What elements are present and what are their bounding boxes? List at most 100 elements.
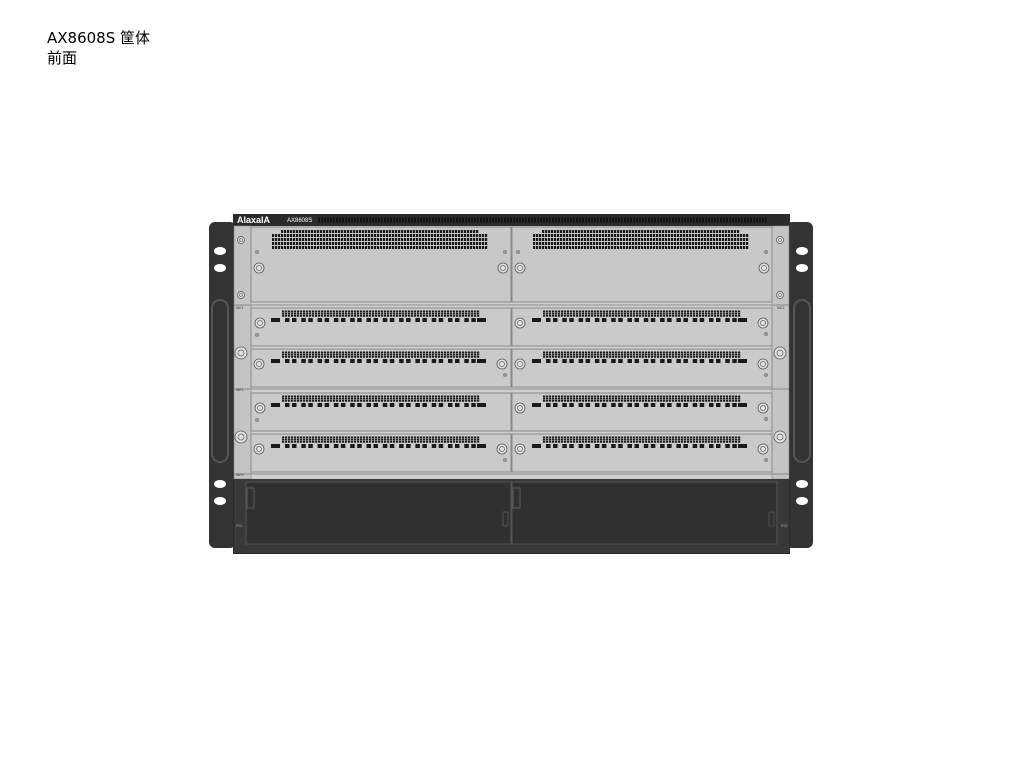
port[interactable]: [660, 444, 665, 448]
psu-latch-right[interactable]: [512, 487, 521, 509]
port[interactable]: [676, 359, 681, 363]
port[interactable]: [422, 359, 427, 363]
port[interactable]: [692, 318, 698, 322]
port[interactable]: [692, 444, 698, 448]
port[interactable]: [716, 359, 721, 363]
port[interactable]: [585, 359, 591, 363]
port[interactable]: [634, 444, 640, 448]
ejector-knob-outer[interactable]: [234, 430, 248, 444]
line-card[interactable]: [250, 307, 512, 347]
ejector-knob-inner[interactable]: [776, 433, 784, 441]
port[interactable]: [650, 359, 656, 363]
port[interactable]: [683, 403, 688, 407]
port[interactable]: [415, 403, 420, 407]
port[interactable]: [431, 403, 437, 407]
port[interactable]: [634, 403, 640, 407]
port[interactable]: [399, 359, 404, 363]
port[interactable]: [732, 359, 737, 363]
port[interactable]: [382, 444, 388, 448]
port[interactable]: [292, 359, 297, 363]
port[interactable]: [546, 444, 551, 448]
psu-slot-left[interactable]: [245, 481, 512, 545]
port[interactable]: [594, 403, 600, 407]
port[interactable]: [569, 359, 574, 363]
port[interactable]: [431, 359, 437, 363]
port[interactable]: [643, 403, 649, 407]
port[interactable]: [667, 359, 672, 363]
port[interactable]: [594, 318, 600, 322]
port[interactable]: [471, 403, 476, 407]
thumbscrew-icon[interactable]: [757, 317, 769, 329]
port[interactable]: [301, 403, 306, 407]
port[interactable]: [660, 359, 665, 363]
port[interactable]: [692, 403, 698, 407]
port[interactable]: [594, 444, 600, 448]
port[interactable]: [357, 444, 362, 448]
port[interactable]: [350, 359, 355, 363]
ejector-knob-inner[interactable]: [776, 349, 784, 357]
port[interactable]: [292, 444, 297, 448]
thumbscrew-icon[interactable]: [253, 443, 265, 455]
port[interactable]: [650, 403, 656, 407]
port[interactable]: [406, 403, 411, 407]
port[interactable]: [643, 444, 649, 448]
port[interactable]: [382, 359, 388, 363]
port[interactable]: [611, 359, 616, 363]
port[interactable]: [317, 444, 323, 448]
port[interactable]: [546, 403, 551, 407]
port[interactable]: [373, 444, 379, 448]
port[interactable]: [676, 403, 681, 407]
thumbscrew-icon[interactable]: [514, 317, 526, 329]
port[interactable]: [431, 444, 437, 448]
port[interactable]: [357, 359, 362, 363]
port[interactable]: [627, 444, 633, 448]
port[interactable]: [709, 359, 714, 363]
port[interactable]: [438, 444, 444, 448]
port[interactable]: [585, 444, 591, 448]
port[interactable]: [562, 359, 567, 363]
port[interactable]: [546, 359, 551, 363]
port[interactable]: [373, 403, 379, 407]
port[interactable]: [667, 318, 672, 322]
thumbscrew-icon[interactable]: [497, 262, 509, 274]
port[interactable]: [532, 359, 541, 363]
port[interactable]: [406, 359, 411, 363]
port[interactable]: [618, 403, 623, 407]
port[interactable]: [301, 359, 306, 363]
port[interactable]: [725, 403, 730, 407]
port[interactable]: [292, 318, 297, 322]
port[interactable]: [431, 318, 437, 322]
port[interactable]: [317, 318, 323, 322]
port[interactable]: [285, 318, 290, 322]
ejector-knob-outer[interactable]: [773, 346, 787, 360]
port[interactable]: [350, 318, 355, 322]
port[interactable]: [650, 444, 656, 448]
port[interactable]: [683, 359, 688, 363]
port[interactable]: [601, 318, 607, 322]
port[interactable]: [357, 318, 362, 322]
port[interactable]: [324, 403, 330, 407]
port[interactable]: [716, 318, 721, 322]
port[interactable]: [324, 444, 330, 448]
port[interactable]: [406, 318, 411, 322]
port[interactable]: [738, 359, 747, 363]
port[interactable]: [716, 403, 721, 407]
port[interactable]: [594, 359, 600, 363]
port[interactable]: [634, 318, 640, 322]
port[interactable]: [699, 318, 705, 322]
ejector-knob[interactable]: [773, 430, 787, 444]
port[interactable]: [406, 444, 411, 448]
port[interactable]: [422, 444, 427, 448]
line-card[interactable]: [511, 307, 773, 347]
port[interactable]: [732, 318, 737, 322]
port[interactable]: [532, 318, 541, 322]
port[interactable]: [448, 444, 453, 448]
port[interactable]: [546, 318, 551, 322]
port[interactable]: [618, 318, 623, 322]
port[interactable]: [415, 318, 420, 322]
thumbscrew-icon[interactable]: [757, 443, 769, 455]
port[interactable]: [415, 359, 420, 363]
port[interactable]: [399, 403, 404, 407]
port[interactable]: [660, 318, 665, 322]
port[interactable]: [569, 403, 574, 407]
